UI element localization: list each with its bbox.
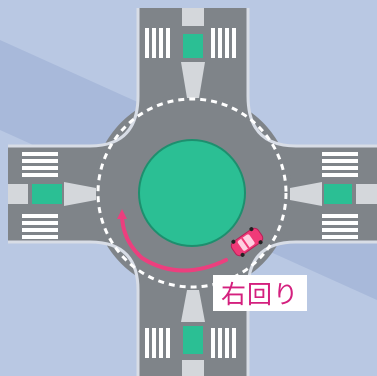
crosswalk-top-left bbox=[145, 28, 170, 58]
outer-lane-marking bbox=[96, 97, 288, 289]
splitter-island-left bbox=[8, 182, 96, 206]
crosswalk-right-bottom bbox=[322, 214, 358, 239]
crosswalk-bottom-right bbox=[211, 328, 236, 358]
crosswalk-right-top bbox=[322, 152, 358, 177]
direction-label: 右回り bbox=[220, 280, 299, 309]
crosswalk-top-right bbox=[211, 28, 236, 58]
direction-label-box: 右回り bbox=[213, 275, 307, 311]
central-island bbox=[138, 139, 246, 247]
car-icon bbox=[230, 227, 264, 257]
splitter-island-top bbox=[181, 8, 205, 98]
crosswalk-left-bottom bbox=[22, 214, 58, 239]
splitter-island-bottom bbox=[181, 290, 205, 376]
crosswalk-bottom-left bbox=[145, 328, 170, 358]
splitter-island-right bbox=[290, 182, 377, 206]
direction-arrow bbox=[117, 209, 228, 273]
crosswalk-left-top bbox=[22, 152, 58, 177]
